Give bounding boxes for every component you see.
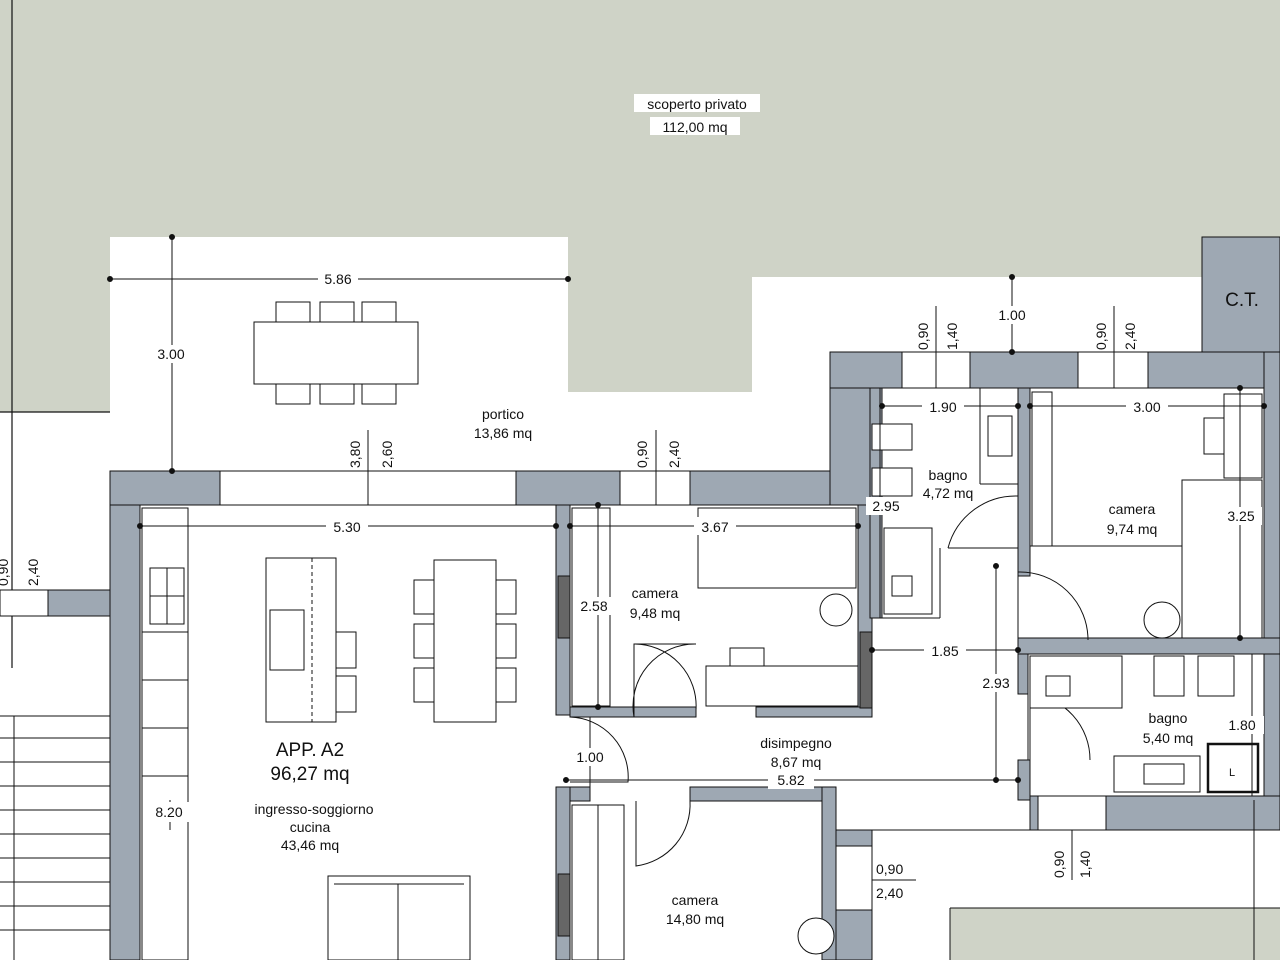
camera3-name: camera: [672, 892, 719, 908]
window5-sill: 0,90: [1051, 851, 1067, 878]
dim-bagno1-height: 2.95: [872, 498, 899, 514]
dim-bagno2-height: 1.80: [1228, 717, 1255, 733]
dim-corridor-width: 5.82: [777, 772, 804, 788]
scoperto-name: scoperto privato: [647, 96, 747, 112]
camera2-area: 9,74 mq: [1107, 521, 1158, 537]
garden-lower-right: [950, 908, 1280, 960]
sliding-doors: [557, 575, 873, 937]
window2-sill: 0,90: [634, 441, 650, 468]
living-name-line2: cucina: [290, 819, 331, 835]
living-name-line1: ingresso-soggiorno: [254, 801, 373, 817]
dim-living-height: 8.20: [155, 804, 182, 820]
window2-height: 2,40: [666, 441, 682, 468]
window6-height: 2,40: [876, 885, 903, 901]
window3-sill: 0,90: [915, 323, 931, 350]
stair: [0, 715, 110, 960]
camera1-area: 9,48 mq: [630, 605, 681, 621]
dim-disimp-width: 1.85: [931, 643, 958, 659]
dim-corridor-door: 1.00: [576, 749, 603, 765]
dim-living-width: 5.30: [333, 519, 360, 535]
dim-cam1-height: 2.58: [580, 598, 607, 614]
interior-lines: [140, 277, 1280, 960]
bagno1-area: 4,72 mq: [923, 485, 974, 501]
camera2-name: camera: [1109, 501, 1156, 517]
labels: scoperto privato 112,00 mq C.T. portico …: [0, 94, 1264, 927]
portico-area: 13,86 mq: [474, 425, 532, 441]
dim-cam1-width: 3.67: [701, 519, 728, 535]
dim-ct-spacing: 1.00: [998, 307, 1025, 323]
furniture: [0, 301, 1263, 960]
window7-sill: 0,90: [0, 559, 11, 586]
window-dims: 3,80 2,60 0,90 2,40 0,90 1,40 0,90 2,40 …: [0, 323, 1138, 901]
bagno1-name: bagno: [929, 467, 968, 483]
dim-cam2-height: 3.25: [1227, 508, 1254, 524]
window5-height: 1,40: [1077, 851, 1093, 878]
window4-sill: 0,90: [1093, 323, 1109, 350]
window6-sill: 0,90: [876, 861, 903, 877]
window1-height: 2,60: [379, 441, 395, 468]
dim-bagno1-width: 1.90: [929, 399, 956, 415]
dim-cam2-width: 3.00: [1133, 399, 1160, 415]
bagno2-area: 5,40 mq: [1143, 730, 1194, 746]
garden-fill: [0, 0, 1280, 412]
fixture-label: L: [1229, 767, 1235, 779]
window1-sill: 3,80: [347, 441, 363, 468]
window7-height: 2,40: [25, 559, 41, 586]
disimpegno-area: 8,67 mq: [771, 754, 822, 770]
bagno2-name: bagno: [1149, 710, 1188, 726]
scoperto-label: scoperto privato 112,00 mq: [634, 94, 760, 135]
dim-portico-depth: 3.00: [157, 346, 184, 362]
dim-texts: 5.86 3.00 5.30 8.20 3.67 2.58 1.90 2.95 …: [148, 270, 1264, 822]
window3-height: 1,40: [944, 323, 960, 350]
garden-area: [0, 0, 1280, 668]
dim-portico-width: 5.86: [324, 271, 351, 287]
camera1-name: camera: [632, 585, 679, 601]
portico-name: portico: [482, 406, 524, 422]
disimpegno-name: disimpegno: [760, 735, 832, 751]
camera3-area: 14,80 mq: [666, 911, 724, 927]
walls: [47, 236, 1280, 960]
window4-height: 2,40: [1122, 323, 1138, 350]
apartment-name: APP. A2: [276, 740, 344, 761]
doors: [569, 495, 1091, 867]
apartment-area: 96,27 mq: [270, 764, 349, 785]
scoperto-area: 112,00 mq: [662, 119, 727, 135]
dim-disimp-height: 2.93: [982, 675, 1009, 691]
ct-label: C.T.: [1225, 290, 1259, 311]
living-area: 43,46 mq: [281, 837, 339, 853]
